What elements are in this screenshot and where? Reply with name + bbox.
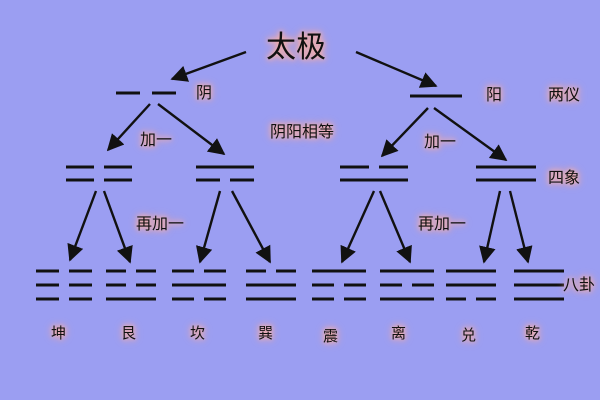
arrow-taiji-to-yang	[355, 50, 438, 88]
arrow-greater-yang-to-dui	[479, 190, 502, 264]
arrow-lesser-yang-to-xun	[230, 190, 272, 264]
arrow-greater-yin-to-gen	[102, 190, 133, 264]
yang-label: 阳	[486, 85, 503, 104]
trigram-dui-label: 兑	[461, 326, 477, 344]
arrow-yang-to-greater-yang	[433, 107, 508, 161]
liangyi-label: 两仪	[548, 85, 581, 104]
trigram-qian-label: 乾	[525, 324, 541, 342]
add-again-left-label: 再加一	[136, 214, 185, 233]
add-one-right-label: 加一	[424, 132, 457, 151]
add-again-right-label: 再加一	[418, 214, 467, 233]
arrows-layer	[67, 50, 533, 264]
arrow-greater-yang-to-qian	[508, 190, 533, 264]
yao-lines-layer	[36, 91, 564, 301]
taiji-label: 太极	[266, 30, 326, 65]
yin-yang-equal-label: 阴阳相等	[270, 122, 335, 141]
trigram-li-label: 离	[391, 324, 407, 342]
yin-label: 阴	[196, 83, 213, 102]
arrow-yin-to-lesser-yang	[157, 103, 226, 156]
arrow-greater-yin-to-kun	[67, 190, 98, 262]
trigram-zhen-label: 震	[323, 327, 339, 345]
trigram-kun-label: 坤	[51, 324, 67, 342]
arrow-taiji-to-yin	[170, 50, 247, 82]
trigram-kan-label: 坎	[190, 324, 206, 342]
trigram-xun-label: 巽	[258, 324, 274, 342]
arrow-yang-to-lesser-yin	[380, 107, 429, 158]
arrow-lesser-yang-to-kan	[196, 190, 222, 264]
arrow-yin-to-greater-yin	[106, 103, 151, 152]
add-one-left-label: 加一	[140, 130, 173, 149]
trigram-gen-label: 艮	[121, 324, 137, 342]
sixiang-label: 四象	[548, 168, 581, 187]
bagua-label: 八卦	[563, 275, 596, 294]
arrow-lesser-yin-to-zhen	[340, 190, 376, 264]
arrow-lesser-yin-to-li	[378, 190, 412, 264]
